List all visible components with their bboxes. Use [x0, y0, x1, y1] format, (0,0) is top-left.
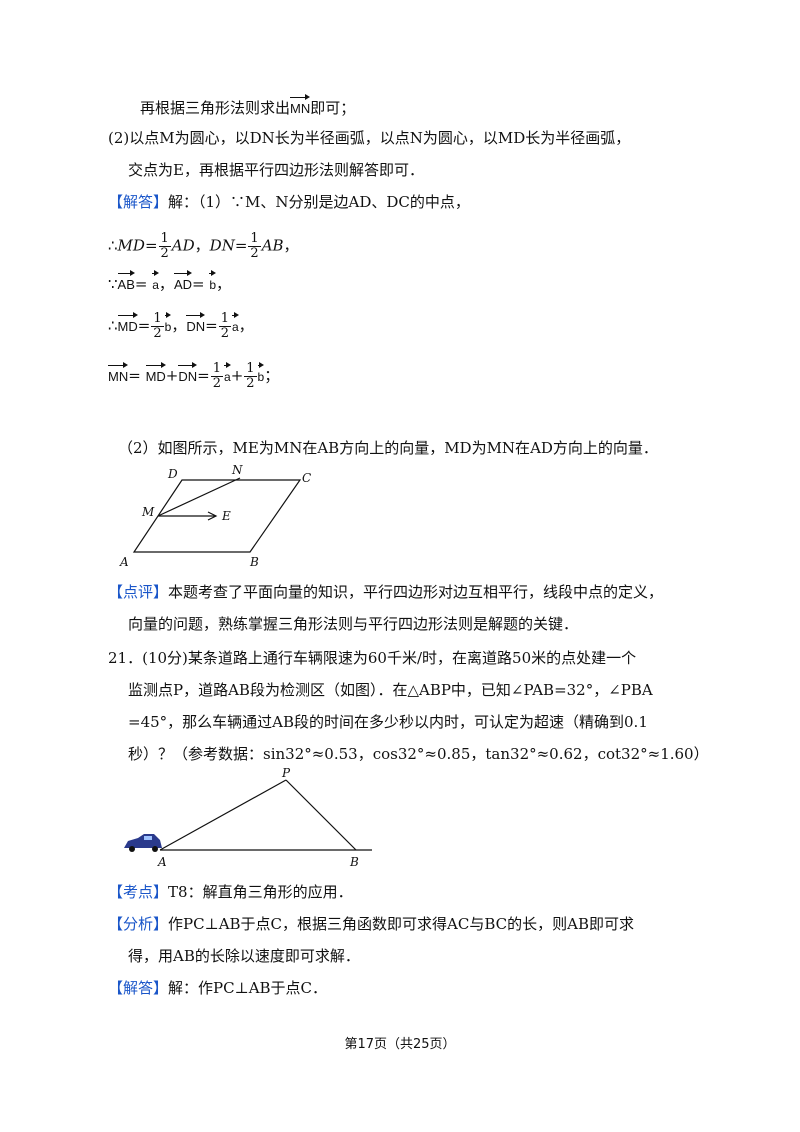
- page-footer: 第17页（共25页）: [344, 1037, 456, 1052]
- label-b: B: [349, 855, 359, 869]
- question-line: =45°，那么车辆通过AB段的时间在多少秒以内时，可认定为超速（精确到0.1: [128, 713, 648, 731]
- segment-ap: [159, 779, 287, 851]
- text: 作PC⊥AB于点C，根据三角函数即可求得AC与BC的长，则AB即可求: [168, 915, 634, 933]
- arrow-e: [207, 511, 218, 521]
- math-line-ab: ∵AB= a，AD= b，: [108, 270, 231, 295]
- label-a: A: [157, 855, 167, 869]
- label-a: A: [119, 555, 129, 569]
- label-p: P: [281, 766, 291, 780]
- label-b: B: [249, 555, 259, 569]
- text-line: 得，用AB的长除以速度即可求解．: [128, 947, 360, 965]
- triangle-figure: P A B: [124, 766, 372, 869]
- text: 本题考查了平面向量的知识，平行四边形对边互相平行，线段中点的定义，: [168, 583, 664, 601]
- label-m: M: [141, 505, 155, 519]
- text-line: 再根据三角形法则求出MN即可；: [140, 94, 356, 119]
- question-line: 秒）？（参考数据：sin32°≈0.53，cos32°≈0.85，tan32°≈…: [128, 745, 709, 763]
- vector-mn: MN: [290, 94, 311, 119]
- question-line: 21．(10分)某条道路上通行车辆限速为60千米/时，在离道路50米的点处建一个: [108, 649, 637, 667]
- text: 解：（1）∵M、N分别是边AD、DC的中点，: [168, 193, 470, 211]
- text-line: 向量的问题，熟练掌握三角形法则与平行四边形法则是解题的关键．: [128, 615, 579, 633]
- text-line: 交点为E，再根据平行四边形法则解答即可．: [128, 161, 424, 179]
- segment-pb: [285, 779, 357, 851]
- jieda-line: 【解答】解：作PC⊥AB于点C．: [108, 978, 327, 998]
- parallelogram-figure: A B C D M N E: [119, 463, 311, 569]
- comment-line: 【点评】本题考查了平面向量的知识，平行四边形对边互相平行，线段中点的定义，: [108, 582, 663, 602]
- segment-mn: [157, 477, 241, 517]
- question-line: 监测点P，道路AB段为检测区（如图）．在△ABP中，已知∠PAB=32°，∠PB…: [128, 681, 653, 699]
- label-c: C: [302, 471, 311, 485]
- label-e: E: [221, 509, 231, 523]
- parallelogram-abcd: [132, 479, 302, 553]
- kaodian-line: 【考点】T8：解直角三角形的应用．: [108, 882, 353, 902]
- text: 解：作PC⊥AB于点C．: [168, 979, 328, 997]
- answer-line: 【解答】解：（1）∵M、N分别是边AD、DC的中点，: [108, 192, 470, 212]
- answer-label: 【解答】: [108, 193, 169, 211]
- fenxi-line: 【分析】作PC⊥AB于点C，根据三角函数即可求得AC与BC的长，则AB即可求: [108, 914, 634, 934]
- jieda-label: 【解答】: [108, 979, 169, 997]
- text-line: （2）如图所示，ME为MN在AB方向上的向量，MD为MN在AD方向上的向量．: [118, 439, 658, 457]
- label-n: N: [231, 463, 243, 477]
- text-line: (2)以点M为圆心，以DN长为半径画弧，以点N为圆心，以MD长为半径画弧，: [108, 129, 631, 147]
- text: T8：解直角三角形的应用．: [168, 883, 353, 901]
- text: 再根据三角形法则求出: [140, 99, 291, 117]
- kaodian-label: 【考点】: [108, 883, 169, 901]
- car-icon: [124, 834, 162, 852]
- comment-label: 【点评】: [108, 583, 169, 601]
- fenxi-label: 【分析】: [108, 915, 169, 933]
- text: 即可；: [310, 99, 356, 117]
- label-d: D: [167, 467, 178, 481]
